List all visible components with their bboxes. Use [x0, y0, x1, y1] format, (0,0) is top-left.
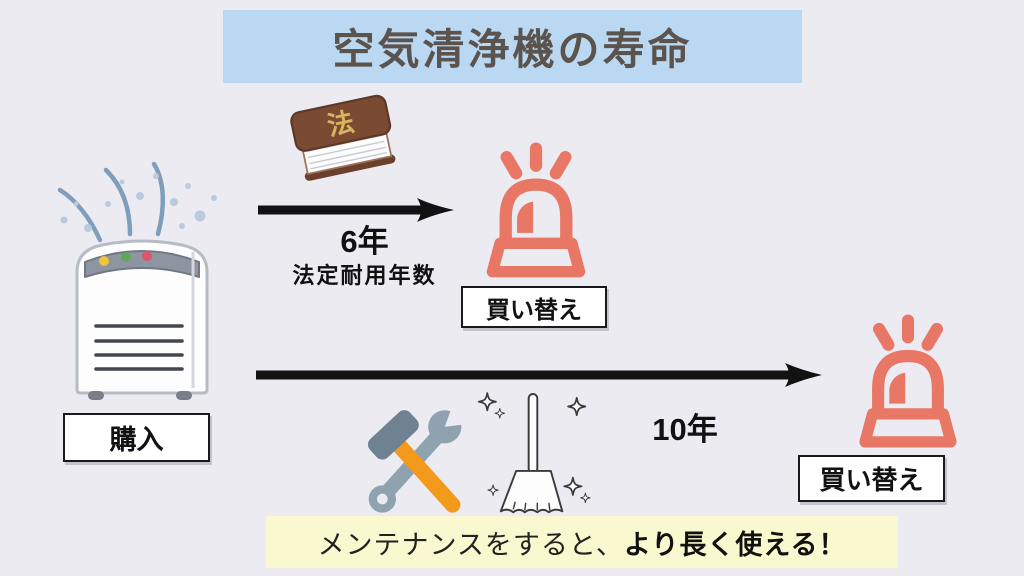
legal-path-arrow: [258, 198, 454, 222]
siren-icon-legal: [486, 142, 586, 278]
footer-text-bold: より長く使える！: [623, 529, 847, 560]
footer-text: メンテナンスをすると、より長く使える！: [317, 523, 846, 562]
purifier-vent-lines: [94, 324, 184, 371]
purchase-label-box: 購入: [63, 413, 210, 462]
book-cover-character: 法: [325, 107, 357, 142]
footer-banner: メンテナンスをすると、より長く使える！: [266, 516, 898, 568]
title-banner: 空気清浄機の寿命: [223, 10, 802, 83]
purifier-foot-left: [88, 391, 104, 400]
siren-dome: [499, 178, 573, 244]
purifier-control-panel: [84, 250, 200, 278]
hammer: [367, 410, 461, 513]
siren-icon-maintenance: [859, 314, 957, 448]
air-purifier-icon: [57, 161, 217, 400]
siren-dome: [872, 349, 944, 414]
broom-icon: [477, 392, 591, 514]
arrow-head: [417, 198, 454, 222]
siren-base: [486, 237, 586, 278]
siren-rays: [500, 142, 572, 180]
hammer-wrench-icon: [367, 399, 478, 513]
air-particle-dots: [60, 173, 217, 232]
siren-base: [859, 408, 957, 448]
indicator-light-red: [142, 251, 152, 261]
siren-rays: [873, 314, 944, 351]
air-stream-lines: [57, 161, 166, 243]
replace-label-box-maintenance: 買い替え: [798, 455, 945, 502]
broom-body: [499, 393, 564, 514]
replace-label-maintenance: 買い替え: [819, 465, 924, 495]
siren-window: [889, 372, 906, 404]
arrow-head: [785, 363, 822, 387]
footer-text-normal: メンテナンスをすると、: [317, 529, 624, 560]
book-back-cover: [304, 154, 396, 181]
maintenance-path-arrow: [256, 363, 822, 387]
legal-path-captions: 6年 法定耐用年数: [262, 224, 467, 289]
page-title: 空気清浄機の寿命: [332, 26, 693, 73]
replace-label-box-legal: 買い替え: [461, 286, 607, 328]
indicator-light-green: [121, 252, 131, 262]
legal-duration-note: 法定耐用年数: [292, 263, 437, 288]
law-book-icon: 法: [290, 94, 396, 181]
siren-window: [517, 201, 534, 233]
book-front-cover: [290, 94, 392, 152]
broom-bristle-lines: [512, 501, 551, 511]
purifier-foot-right: [176, 391, 192, 400]
indicator-light-yellow: [99, 256, 109, 266]
purchase-label: 購入: [109, 425, 164, 455]
maintenance-duration: 10年: [652, 412, 718, 447]
replace-label-legal: 買い替え: [486, 296, 582, 324]
legal-duration: 6年: [340, 224, 389, 259]
